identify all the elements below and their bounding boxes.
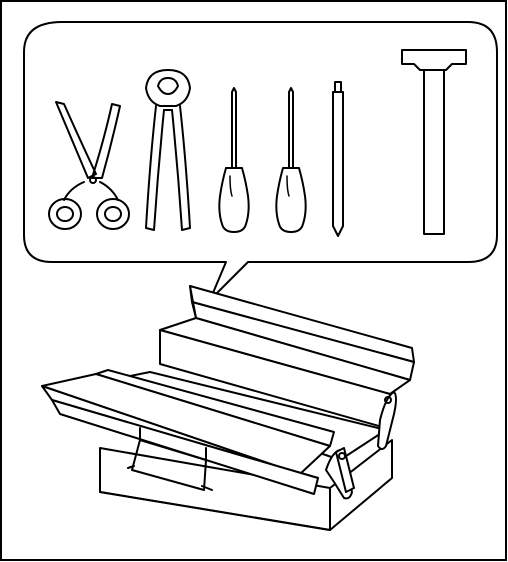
pincers-icon bbox=[145, 69, 191, 231]
handle-bail bbox=[131, 439, 207, 491]
handle-top bbox=[139, 427, 207, 461]
file-icon bbox=[332, 81, 344, 237]
screwdriver-icon bbox=[218, 87, 250, 233]
hinge-upper bbox=[377, 391, 397, 450]
front-tray-front bbox=[51, 399, 319, 495]
box-side bbox=[329, 439, 393, 531]
hammer-icon bbox=[401, 49, 467, 235]
scissors-icon bbox=[48, 101, 130, 230]
callout-bubble bbox=[23, 21, 498, 301]
screwdriver-icon bbox=[275, 87, 307, 233]
toolbox bbox=[41, 285, 415, 531]
